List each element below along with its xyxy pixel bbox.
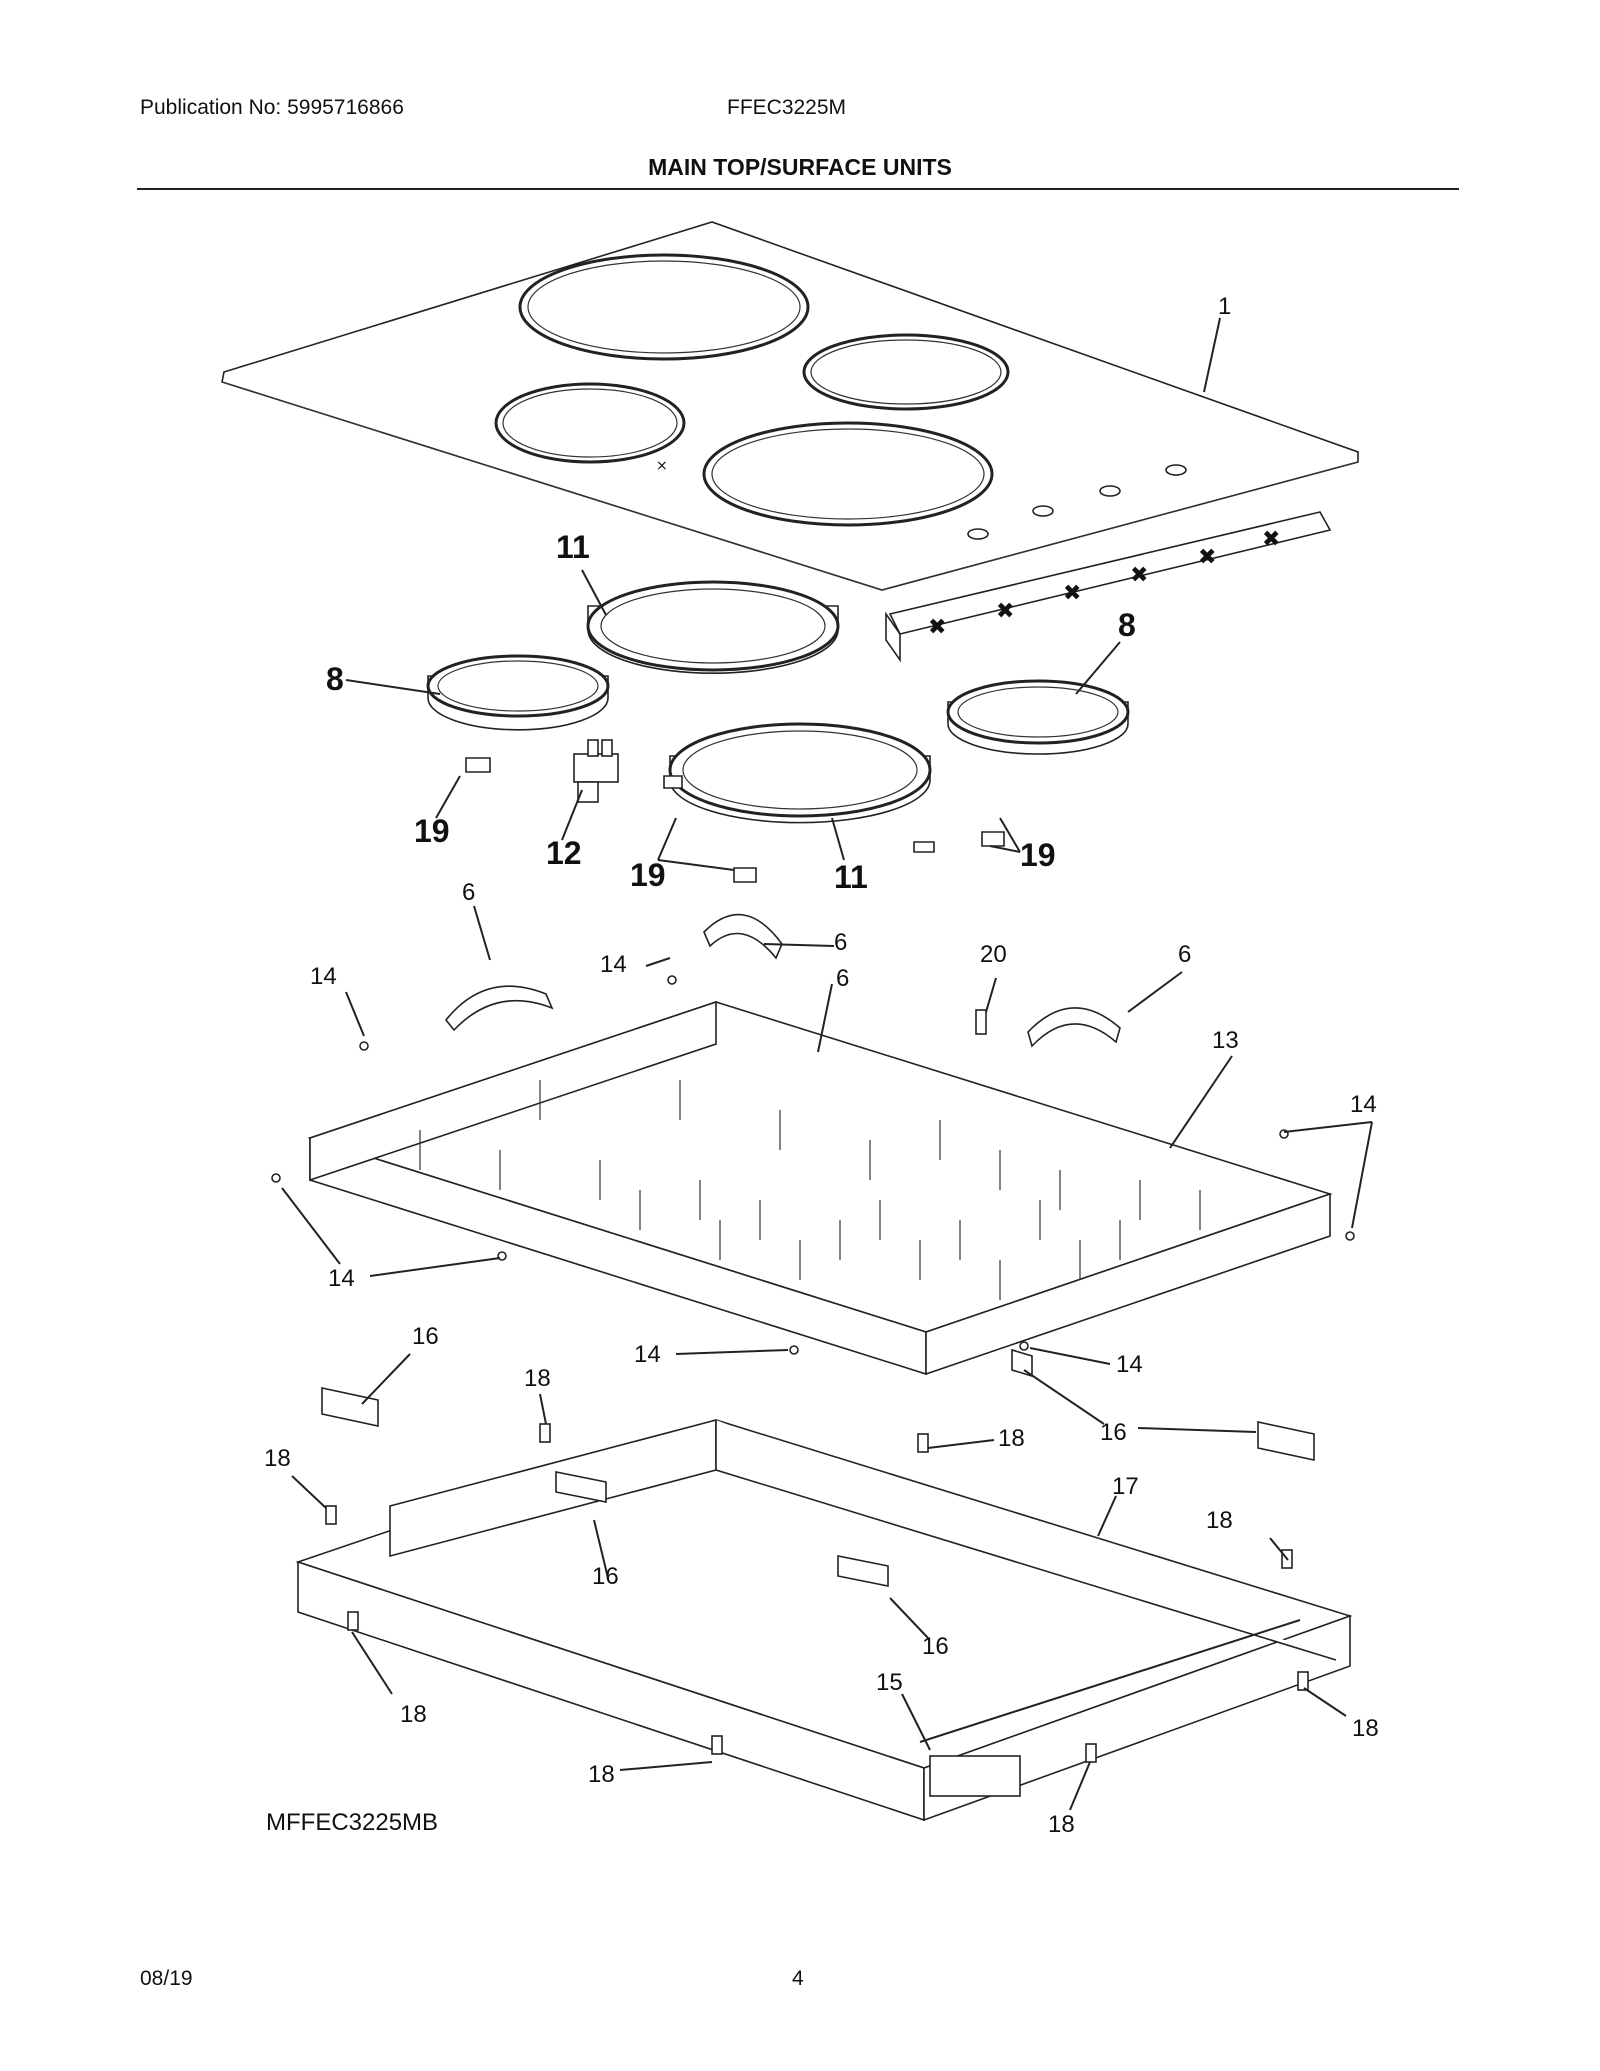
element-brackets: [465, 757, 1005, 883]
callout-11a: 11: [556, 529, 590, 565]
callout-8a: 8: [326, 661, 344, 697]
callout-19a: 19: [414, 813, 450, 849]
page-number: 4: [792, 1967, 804, 1990]
callout-16d: 16: [922, 1633, 949, 1660]
part-15-brace: [929, 1755, 1021, 1797]
callout-16c: 16: [592, 1563, 619, 1590]
callout-14b: 14: [310, 963, 337, 990]
cooktop-glass-top: ⨯: [221, 221, 1359, 591]
terminal-block: [573, 739, 619, 803]
svg-text:✖: ✖: [996, 598, 1014, 623]
callout-14f: 14: [1116, 1351, 1143, 1378]
callout-14d: 14: [328, 1265, 355, 1292]
callout-18c: 18: [998, 1425, 1025, 1452]
callout-14c: 14: [1350, 1091, 1377, 1118]
callout-18b: 18: [264, 1445, 291, 1472]
cooktop-box: [307, 1000, 1333, 1376]
callout-6d: 6: [836, 965, 849, 992]
svg-text:✖: ✖: [1130, 562, 1148, 587]
callout-18e: 18: [400, 1701, 427, 1728]
radiant-element-large-rear: [586, 580, 840, 674]
callout-19c: 19: [1020, 837, 1056, 873]
callout-17: 17: [1112, 1473, 1139, 1500]
publication-number: Publication No: 5995716866: [140, 96, 404, 119]
callout-16a: 16: [412, 1323, 439, 1350]
callout-6a: 6: [462, 879, 475, 906]
callout-6c: 6: [1178, 941, 1191, 968]
footer-date: 08/19: [140, 1967, 193, 1990]
leader-lines: [281, 317, 1373, 1811]
svg-text:✖: ✖: [1262, 526, 1280, 551]
callout-16b: 16: [1100, 1419, 1127, 1446]
callout-19b: 19: [630, 857, 666, 893]
radiant-element-large-front: [668, 722, 932, 824]
box-standoffs: [419, 1080, 1201, 1300]
callout-13: 13: [1212, 1027, 1239, 1054]
control-panel-bracket: ✖ ✖ ✖ ✖ ✖ ✖: [885, 511, 1332, 663]
callout-14e: 14: [634, 1341, 661, 1368]
callout-8b: 8: [1118, 607, 1136, 643]
callout-14a: 14: [600, 951, 627, 978]
svg-text:✖: ✖: [1198, 544, 1216, 569]
header-rule: [137, 188, 1459, 190]
model-number: FFEC3225M: [727, 96, 847, 119]
section-title: MAIN TOP/SURFACE UNITS: [648, 154, 952, 180]
callout-1: 1: [1218, 293, 1231, 320]
brackets-16: [321, 1348, 1315, 1587]
callout-18h: 18: [1048, 1811, 1075, 1838]
callout-18f: 18: [1352, 1715, 1379, 1742]
drawing-id: MFFEC3225MB: [266, 1809, 438, 1836]
callout-18g: 18: [588, 1761, 615, 1788]
outer-box: [295, 1418, 1353, 1822]
callout-labels: 1 11 8 8 19 12 19 11 19 6 6 14 20 6 6 14…: [264, 293, 1379, 1838]
radiant-element-small-right: [946, 679, 1130, 755]
callout-20: 20: [980, 941, 1007, 968]
callout-18a: 18: [524, 1365, 551, 1392]
part-20-sensor: [975, 1009, 987, 1035]
radiant-element-small-left: [426, 654, 610, 731]
callout-15: 15: [876, 1669, 903, 1696]
callout-18d: 18: [1206, 1507, 1233, 1534]
callout-11b: 11: [834, 859, 868, 895]
callout-12: 12: [546, 835, 582, 871]
svg-text:⨯: ⨯: [656, 457, 668, 473]
callout-6b: 6: [834, 929, 847, 956]
svg-text:✖: ✖: [928, 614, 946, 639]
svg-text:✖: ✖: [1063, 580, 1081, 605]
